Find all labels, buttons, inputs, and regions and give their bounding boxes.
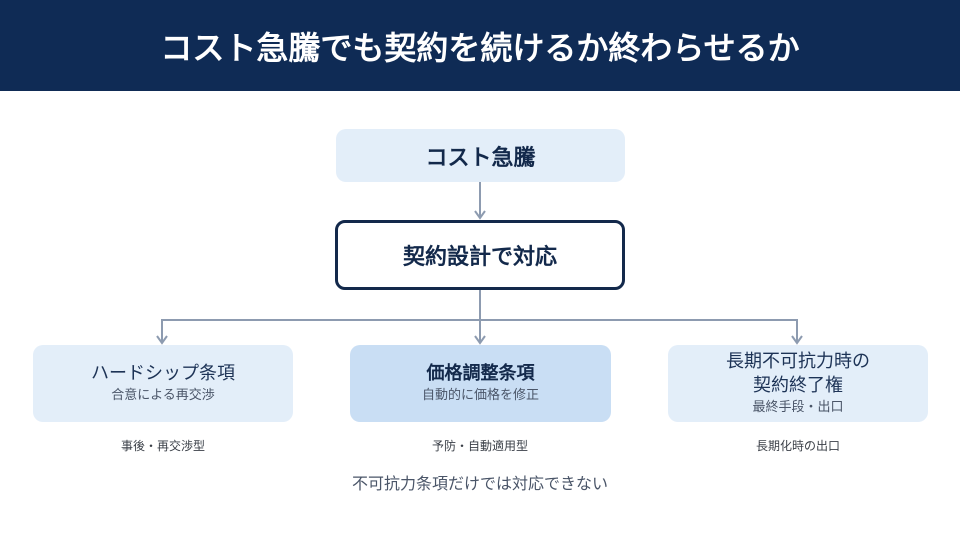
arrowhead-icon bbox=[474, 210, 486, 220]
title-banner: コスト急騰でも契約を続けるか終わらせるか bbox=[0, 0, 960, 91]
cost-surge-label: コスト急騰 bbox=[425, 145, 536, 171]
termination-right-node: 長期不可抗力時の 契約終了権 最終手段・出口 bbox=[668, 345, 928, 422]
hardship-clause-node: ハードシップ条項 合意による再交渉 bbox=[33, 345, 293, 422]
cost-surge-node: コスト急騰 bbox=[336, 129, 625, 182]
price-adjustment-node: 価格調整条項 自動的に価格を修正 bbox=[350, 345, 611, 422]
contract-design-label: 契約設計で対応 bbox=[402, 245, 557, 270]
price-adjustment-caption: 予防・自動適用型 bbox=[431, 439, 528, 453]
termination-right-title-line2: 契約終了権 bbox=[753, 375, 843, 396]
hardship-clause-title: ハードシップ条項 bbox=[91, 363, 235, 384]
arrowhead-icon bbox=[156, 335, 168, 345]
arrowhead-icon bbox=[791, 335, 803, 345]
arrowhead-icon bbox=[474, 335, 486, 345]
contract-design-node: 契約設計で対応 bbox=[335, 220, 625, 290]
termination-caption: 長期化時の出口 bbox=[755, 439, 840, 453]
hardship-clause-subtitle: 合意による再交渉 bbox=[111, 388, 215, 403]
termination-right-title-line1: 長期不可抗力時の bbox=[726, 351, 870, 372]
slide-title: コスト急騰でも契約を続けるか終わらせるか bbox=[160, 28, 800, 67]
termination-right-subtitle: 最終手段・出口 bbox=[752, 400, 844, 415]
price-adjustment-title: 価格調整条項 bbox=[426, 363, 535, 384]
footnote: 不可抗力条項だけでは対応できない bbox=[351, 474, 608, 493]
price-adjustment-subtitle: 自動的に価格を修正 bbox=[421, 388, 539, 403]
hardship-caption: 事後・再交渉型 bbox=[120, 439, 205, 453]
